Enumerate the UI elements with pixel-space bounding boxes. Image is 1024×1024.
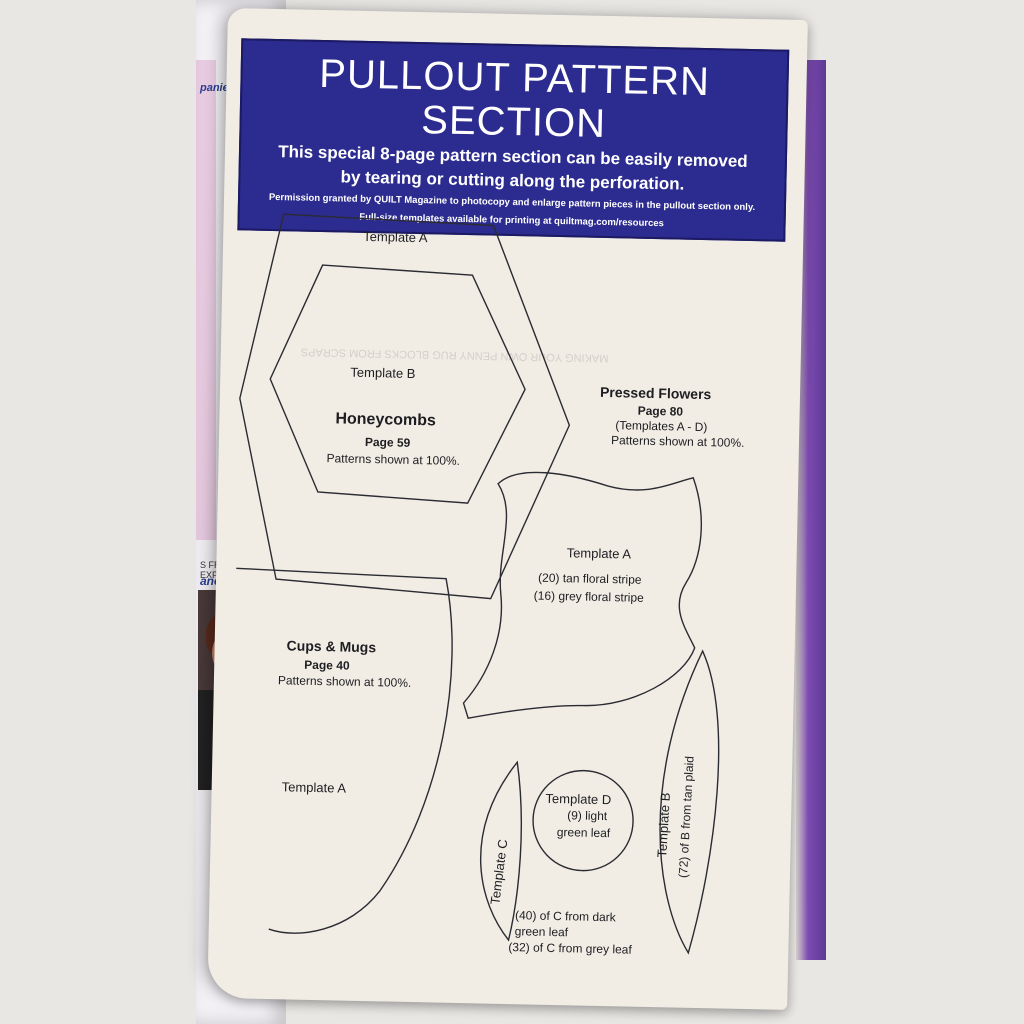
pressed-flowers-templates: (Templates A - D) — [615, 418, 708, 435]
honeycombs-page: Page 59 — [364, 434, 411, 450]
pressed-flowers-page: Page 80 — [637, 403, 684, 419]
honeycomb-template-a-outline — [239, 213, 571, 600]
pattern-outlines — [236, 213, 720, 955]
left-page-accent-strip — [196, 60, 216, 540]
cups-mugs-title: Cups & Mugs — [286, 637, 377, 656]
honeycomb-template-b-label: Template B — [350, 364, 416, 382]
pressed-flowers-title: Pressed Flowers — [599, 383, 712, 403]
flower-template-a-outline — [462, 471, 702, 719]
cups-mugs-note: Patterns shown at 100%. — [277, 673, 412, 690]
flower-template-c-line-2: green leaf — [514, 924, 569, 940]
flower-template-d-label: Template D — [545, 790, 612, 808]
flower-template-a-line-2: (16) grey floral stripe — [533, 588, 644, 605]
flower-template-a-line-1: (20) tan floral stripe — [537, 570, 642, 587]
cups-template-a-outline — [236, 567, 453, 934]
pressed-flowers-note: Patterns shown at 100%. — [610, 433, 745, 450]
honeycombs-title: Honeycombs — [335, 410, 437, 430]
flower-template-a-label: Template A — [566, 545, 632, 562]
flower-template-b-outline — [659, 649, 720, 955]
honeycomb-template-b-outline — [269, 264, 526, 504]
cups-mugs-page: Page 40 — [304, 657, 350, 673]
cups-template-a-label: Template A — [281, 779, 347, 796]
honeycombs-note: Patterns shown at 100%. — [326, 451, 461, 468]
flower-template-c-outline — [479, 760, 522, 942]
flower-template-d-line-2: green leaf — [556, 825, 611, 841]
flower-template-d-line-1: (9) light — [567, 808, 608, 824]
flower-template-c-line-3: (32) of C from grey leaf — [508, 940, 632, 957]
flower-template-d-outline — [532, 769, 634, 872]
pattern-page: PULLOUT PATTERN SECTION This special 8-p… — [207, 8, 808, 1010]
flower-template-c-line-1: (40) of C from dark — [514, 908, 616, 925]
honeycomb-template-a-label: Template A — [363, 228, 428, 246]
